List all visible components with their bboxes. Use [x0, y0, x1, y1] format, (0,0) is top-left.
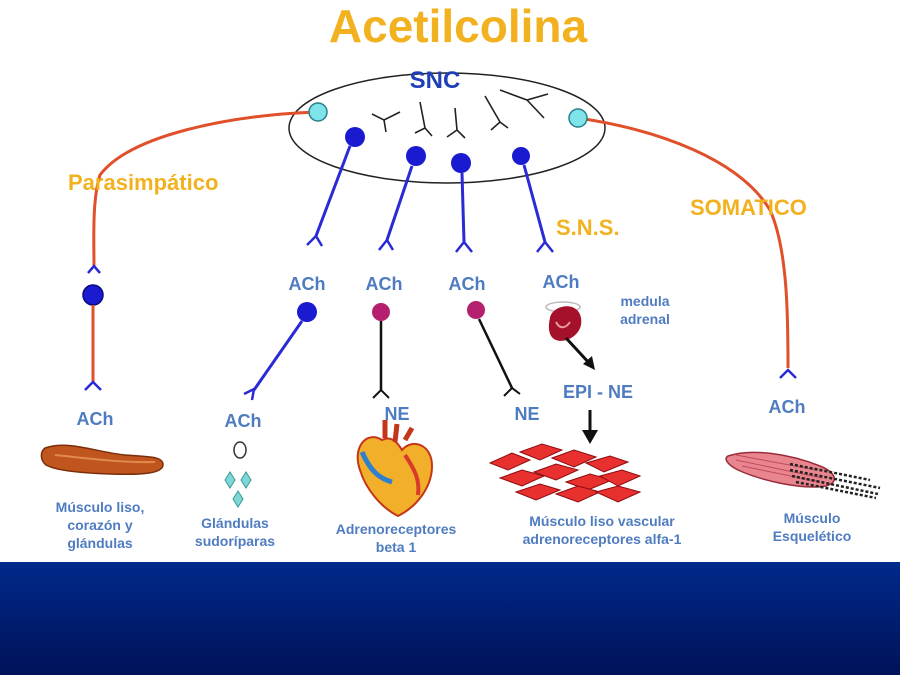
- parasympathetic-preganglionic-fiber: [92, 110, 319, 269]
- diagram: Acetilcolina SNC Parasimpático SOMATICO: [40, 0, 881, 555]
- acetylcholine-pathway-diagram: Acetilcolina SNC Parasimpático SOMATICO: [40, 0, 881, 555]
- page-title: Acetilcolina: [329, 0, 588, 52]
- parasympathetic-ganglion-neuron: [82, 284, 104, 306]
- somatic-motor-fiber: [577, 116, 790, 369]
- ach-label-parasympathetic: ACh: [77, 409, 114, 429]
- fiber-4: [522, 164, 547, 243]
- sweat-gland-icon: [224, 441, 252, 508]
- sns-label: S.N.S.: [556, 215, 620, 240]
- smooth-muscle-highlight: [54, 454, 156, 464]
- cns-neuron-3: [451, 153, 471, 173]
- heart-icon: [356, 420, 434, 518]
- fiber-3: [460, 172, 466, 243]
- ach-label-2: ACh: [366, 274, 403, 294]
- caption-alpha1-line1: Músculo liso vascular: [529, 513, 675, 529]
- alpha1-ganglion-neuron: [467, 301, 485, 319]
- caption-beta1-line2: beta 1: [376, 539, 417, 555]
- sweat-ganglion-neuron: [297, 302, 317, 322]
- sympathetic-preganglionic-fibers: [306, 127, 554, 253]
- alpha1-terminal: [503, 386, 521, 397]
- alpha1-postganglionic-fiber: [477, 318, 514, 389]
- footer-band: [0, 562, 900, 675]
- synapse-2: [378, 237, 395, 251]
- caption-skeletal-line2: Esquelético: [773, 528, 852, 544]
- caption-sweat-line2: sudoríparas: [195, 533, 275, 549]
- ach-label-4: ACh: [543, 272, 580, 292]
- adrenal-label: adrenal: [620, 311, 670, 327]
- parasympathetic-terminal: [84, 380, 102, 391]
- adrenal-arrow-head: [583, 356, 595, 370]
- ach-label-1: ACh: [289, 274, 326, 294]
- ach-label-somatic: ACh: [769, 397, 806, 417]
- caption-beta1-line1: Adrenoreceptores: [336, 521, 457, 537]
- cns-somatic-neuron-right: [568, 108, 588, 128]
- cns-neuron-4: [512, 147, 530, 165]
- skeletal-muscle-icon: [725, 451, 881, 500]
- beta1-terminal: [372, 388, 390, 399]
- sweat-postganglionic-fiber: [252, 320, 304, 391]
- somatic-label: SOMATICO: [690, 195, 807, 220]
- synapse-4: [536, 239, 554, 253]
- epi-arrow-head: [582, 430, 598, 444]
- synapse-3: [455, 239, 473, 253]
- fiber-2: [385, 165, 414, 241]
- caption-alpha1-line2: adrenoreceptores alfa-1: [523, 531, 682, 547]
- ne-label-alpha1: NE: [514, 404, 539, 424]
- caption-skeletal-line1: Músculo: [784, 510, 841, 526]
- epi-ne-label: EPI - NE: [563, 382, 633, 402]
- beta1-ganglion-neuron: [372, 303, 390, 321]
- cns-neuron-2: [406, 146, 426, 166]
- caption-smooth-muscle-line2: corazón y: [67, 517, 133, 533]
- snc-label: SNC: [410, 67, 461, 94]
- parasympathetic-synapse: [87, 264, 101, 274]
- sweat-terminal: [243, 386, 256, 401]
- fiber-1: [314, 145, 352, 237]
- adrenal-arrow-line: [564, 336, 592, 366]
- caption-smooth-muscle-line1: Músculo liso,: [56, 499, 145, 515]
- caption-smooth-muscle-line3: glándulas: [67, 535, 133, 551]
- somatic-terminal: [779, 368, 797, 379]
- cns-somatic-neuron-left: [308, 102, 328, 122]
- caption-sweat-line1: Glándulas: [201, 515, 269, 531]
- adrenal-highlight: [555, 321, 571, 329]
- parasympathetic-label: Parasimpático: [68, 170, 218, 195]
- ach-label-3: ACh: [449, 274, 486, 294]
- adrenal-medulla-icon: [548, 306, 582, 341]
- synapse-1: [306, 233, 324, 247]
- ach-label-sweat: ACh: [225, 411, 262, 431]
- medula-label: medula: [620, 293, 669, 309]
- cns-neuron-branches: [371, 89, 549, 139]
- ne-label-beta1: NE: [384, 404, 409, 424]
- cns-neuron-1: [345, 127, 365, 147]
- vascular-smooth-muscle-icon: [488, 443, 642, 503]
